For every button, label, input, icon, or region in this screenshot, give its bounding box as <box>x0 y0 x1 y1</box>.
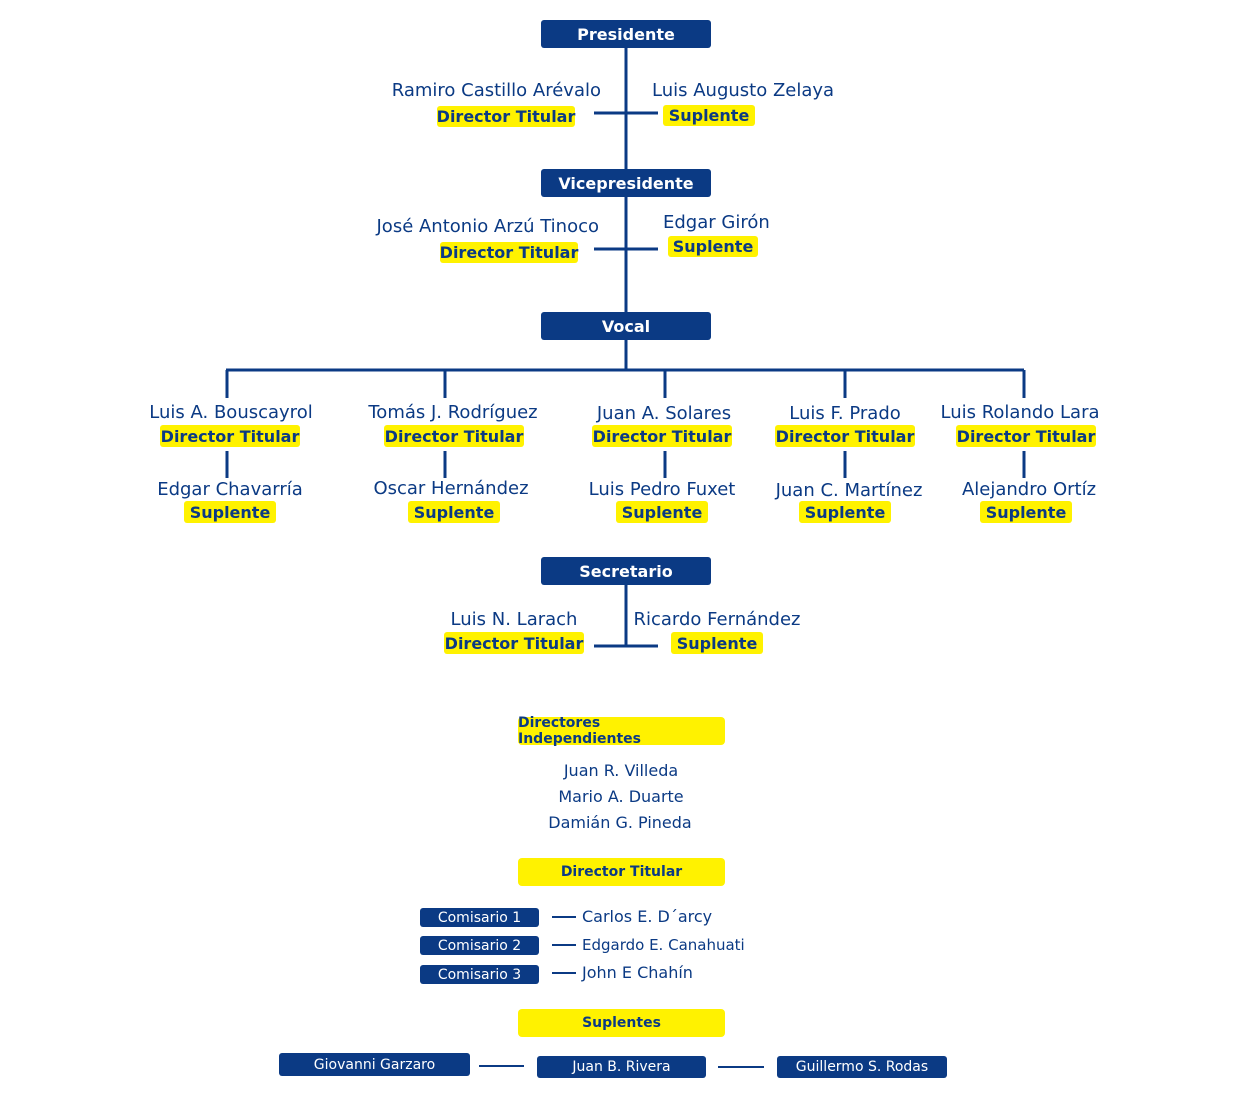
vocal-5-suplente-name: Alejandro Ortíz <box>961 479 1097 500</box>
suplentes-heading: Suplentes <box>518 1009 725 1037</box>
vocal-3-suplente-name: Luis Pedro Fuxet <box>588 479 736 500</box>
secretario-titular-role: Director Titular <box>444 632 584 654</box>
vocal-5-titular-role: Director Titular <box>956 425 1096 447</box>
presidente-suplente-name: Luis Augusto Zelaya <box>652 80 835 101</box>
secretario-suplente-name: Ricardo Fernández <box>633 609 801 630</box>
vocal-2-suplente-role: Suplente <box>408 501 500 523</box>
vocal-4-titular-name: Luis F. Prado <box>789 403 901 424</box>
presidente-titular-role: Director Titular <box>436 106 576 127</box>
vicepresidente-suplente-role: Suplente <box>668 236 758 257</box>
comisario-3-name: John E Chahín <box>582 963 693 982</box>
independiente-3: Damián G. Pineda <box>548 813 692 832</box>
comisario-3-label: Comisario 3 <box>420 965 539 984</box>
comisario-2-name: Edgardo E. Canahuati <box>582 936 745 954</box>
vocal-4-suplente-role: Suplente <box>799 501 891 523</box>
independiente-2: Mario A. Duarte <box>558 787 684 806</box>
vocal-1-suplente-name: Edgar Chavarría <box>157 479 303 500</box>
vocal-5-suplente-role: Suplente <box>980 501 1072 523</box>
vocal-1-titular-name: Luis A. Bouscayrol <box>149 402 313 423</box>
vocal-1-titular-role: Director Titular <box>160 425 300 447</box>
presidente-suplente-role: Suplente <box>663 105 755 126</box>
suplente-2: Juan B. Rivera <box>537 1056 706 1078</box>
vocal-3-titular-role: Director Titular <box>592 425 732 447</box>
vocal-3-suplente-role: Suplente <box>616 501 708 523</box>
vicepresidente-suplente-name: Edgar Girón <box>663 212 770 233</box>
secretario-box: Secretario <box>541 557 711 585</box>
independiente-1: Juan R. Villeda <box>563 761 679 780</box>
vocal-2-titular-name: Tomás J. Rodríguez <box>368 402 538 423</box>
vicepresidente-titular-role: Director Titular <box>439 242 579 263</box>
comisario-2-label: Comisario 2 <box>420 936 539 955</box>
vocal-2-titular-role: Director Titular <box>384 425 524 447</box>
vicepresidente-titular-name: José Antonio Arzú Tinoco <box>376 216 600 237</box>
presidente-box: Presidente <box>541 20 711 48</box>
comisario-1-label: Comisario 1 <box>420 908 539 927</box>
independientes-heading: Directores Independientes <box>518 715 725 747</box>
presidente-titular-name: Ramiro Castillo Arévalo <box>391 80 601 101</box>
vocal-3-titular-name: Juan A. Solares <box>596 403 732 424</box>
suplente-3: Guillermo S. Rodas <box>777 1056 947 1078</box>
vocal-4-suplente-name: Juan C. Martínez <box>775 480 923 501</box>
vocal-1-suplente-role: Suplente <box>184 501 276 523</box>
vocal-5-titular-name: Luis Rolando Lara <box>940 402 1100 423</box>
vocal-4-titular-role: Director Titular <box>775 425 915 447</box>
vocal-box: Vocal <box>541 312 711 340</box>
vicepresidente-box: Vicepresidente <box>541 169 711 197</box>
secretario-titular-name: Luis N. Larach <box>450 609 578 630</box>
vocal-2-suplente-name: Oscar Hernández <box>373 478 529 499</box>
comisarios-heading: Director Titular <box>518 858 725 886</box>
secretario-suplente-role: Suplente <box>671 632 763 654</box>
comisario-1-name: Carlos E. D´arcy <box>582 907 713 926</box>
suplente-1: Giovanni Garzaro <box>279 1053 470 1076</box>
